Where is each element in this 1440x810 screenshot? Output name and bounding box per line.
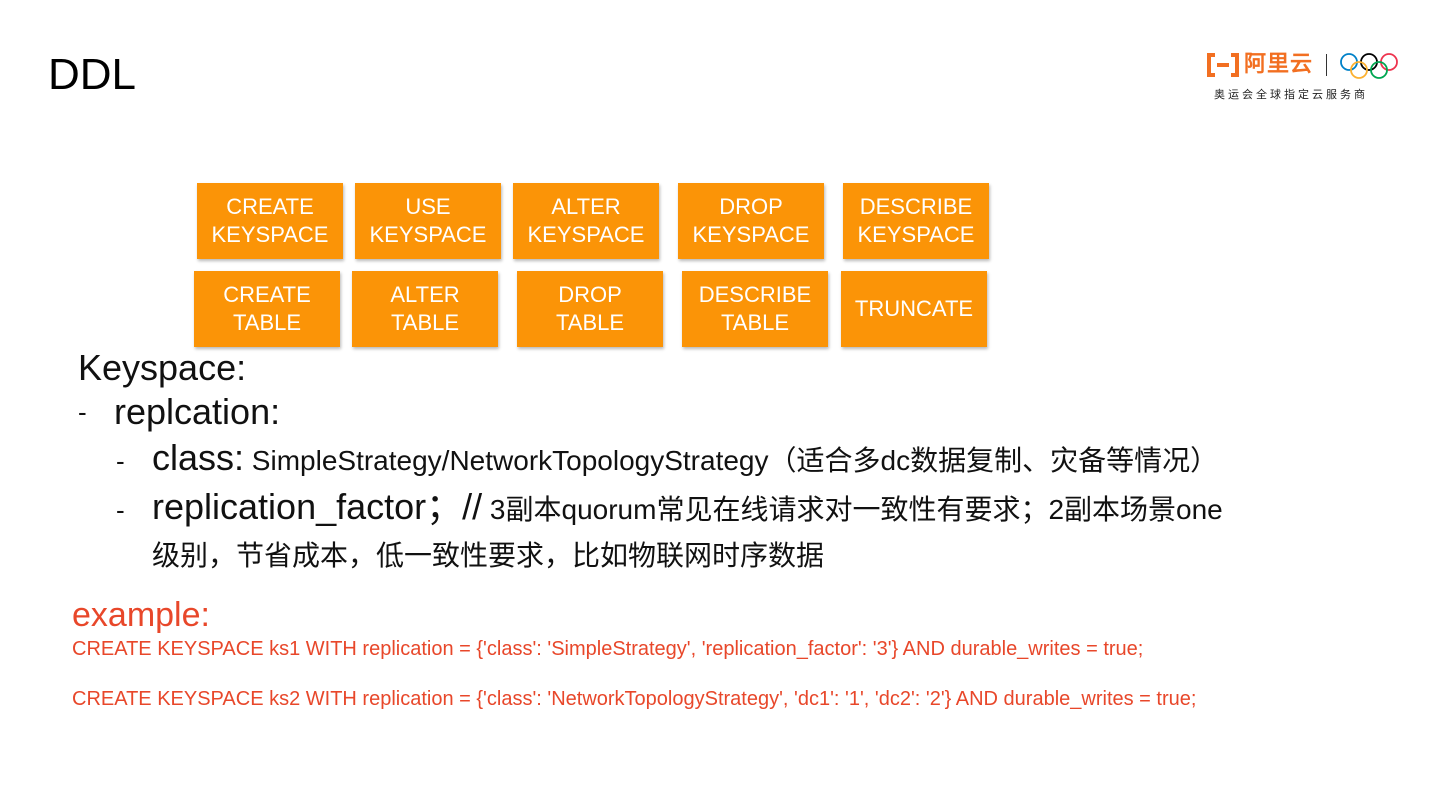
- class-label: class:: [152, 437, 245, 478]
- button-label-line1: USE: [405, 194, 451, 219]
- describe-keyspace-button[interactable]: DESCRIBE KEYSPACE: [843, 183, 989, 259]
- drop-table-button[interactable]: DROP TABLE: [517, 271, 663, 347]
- aliyun-logo: 阿里云 奥运会全球指定云服务商: [1206, 48, 1406, 108]
- drop-keyspace-button[interactable]: DROP KEYSPACE: [678, 183, 824, 259]
- aliyun-bracket-icon: [1207, 53, 1239, 77]
- button-label-line2: TABLE: [232, 310, 302, 335]
- replication-bullet: replcation:: [114, 394, 280, 433]
- example-code-line-1: CREATE KEYSPACE ks1 WITH replication = {…: [72, 638, 1144, 660]
- button-label-line2: TABLE: [720, 310, 790, 335]
- logo-tagline: 奥运会全球指定云服务商: [1214, 89, 1368, 101]
- slide-title: DDL: [48, 50, 137, 99]
- describe-table-button[interactable]: DESCRIBE TABLE: [682, 271, 828, 347]
- button-label-line1: CREATE: [226, 194, 314, 219]
- create-keyspace-button[interactable]: CREATE KEYSPACE: [197, 183, 343, 259]
- factor-bullet: replication_factor；// 3副本quorum常见在线请求对一致…: [152, 489, 1223, 528]
- logo-brand-name: 阿里云: [1244, 51, 1314, 76]
- button-label-line2: TABLE: [390, 310, 460, 335]
- button-label-line1: TRUNCATE: [854, 296, 974, 321]
- use-keyspace-button[interactable]: USE KEYSPACE: [355, 183, 501, 259]
- bullet-dash: -: [116, 495, 125, 525]
- example-code-line-2: CREATE KEYSPACE ks2 WITH replication = {…: [72, 688, 1197, 710]
- button-label-line1: DROP: [719, 194, 783, 219]
- button-label-line1: CREATE: [223, 282, 311, 307]
- button-label-line2: KEYSPACE: [369, 222, 487, 247]
- class-bullet: class: SimpleStrategy/NetworkTopologyStr…: [152, 440, 1218, 479]
- create-table-button[interactable]: CREATE TABLE: [194, 271, 340, 347]
- button-label-line2: TABLE: [555, 310, 625, 335]
- button-label-line1: DROP: [558, 282, 622, 307]
- button-label-line1: ALTER: [551, 194, 621, 219]
- keyspace-heading: Keyspace:: [78, 347, 247, 388]
- button-label-line1: ALTER: [390, 282, 460, 307]
- alter-table-button[interactable]: ALTER TABLE: [352, 271, 498, 347]
- bullet-dash: -: [78, 397, 87, 427]
- button-label-line2: KEYSPACE: [857, 222, 975, 247]
- button-label-line2: KEYSPACE: [692, 222, 810, 247]
- logo-separator: [1326, 54, 1327, 76]
- factor-text: 3副本quorum常见在线请求对一致性有要求；2副本场景one: [482, 494, 1223, 525]
- button-label-line1: DESCRIBE: [698, 282, 812, 307]
- factor-label: replication_factor；//: [152, 486, 483, 527]
- alter-keyspace-button[interactable]: ALTER KEYSPACE: [513, 183, 659, 259]
- class-text: SimpleStrategy/NetworkTopologyStrategy（适…: [244, 445, 1219, 476]
- button-label-line1: DESCRIBE: [859, 194, 973, 219]
- truncate-button[interactable]: TRUNCATE: [841, 271, 987, 347]
- example-heading: example:: [72, 596, 210, 634]
- button-label-line2: KEYSPACE: [211, 222, 329, 247]
- olympic-rings-icon: [1340, 53, 1398, 79]
- bullet-dash: -: [116, 446, 125, 476]
- button-label-line2: KEYSPACE: [527, 222, 645, 247]
- factor-text-line2: 级别，节省成本，低一致性要求，比如物联网时序数据: [152, 540, 825, 571]
- replication-label: replcation:: [114, 391, 281, 432]
